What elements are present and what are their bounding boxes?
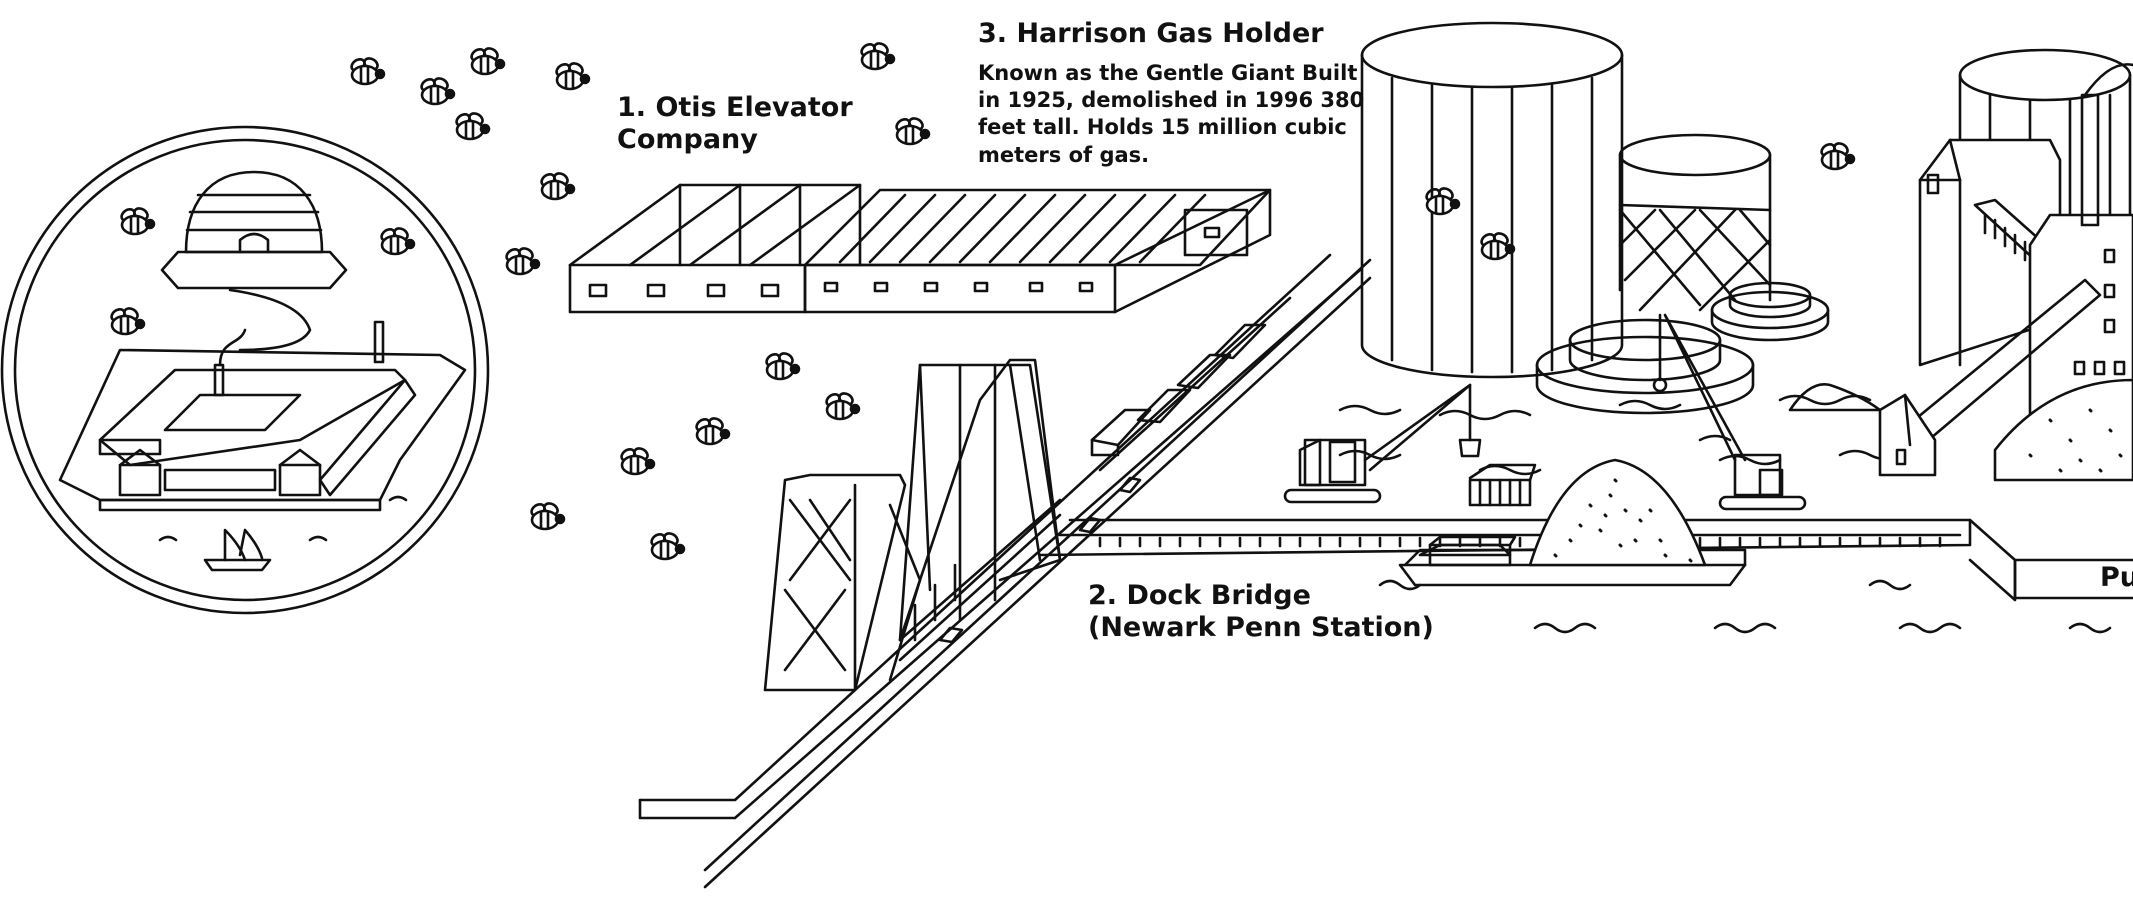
bridge-icon: [763, 358, 1062, 692]
bee-icon: [1818, 139, 1856, 171]
bee-icon: [618, 444, 656, 476]
gas-holder-label: 3. Harrison Gas Holder Known as the Gent…: [978, 18, 1364, 169]
bee-icon: [453, 109, 491, 141]
bee-icon: [693, 414, 731, 446]
dock-bridge-label: 2. Dock Bridge (Newark Penn Station): [1088, 580, 1434, 644]
bee-icon: [1478, 229, 1516, 261]
bee-icon: [823, 389, 861, 421]
bee-icon: [118, 204, 156, 236]
bee-icon: [503, 244, 541, 276]
bee-icon: [648, 529, 686, 561]
water-waves: [1338, 394, 2112, 634]
storage-tank-low: [1535, 318, 1755, 415]
gas-desc-line3: feet tall. Holds 15 million cubic: [978, 115, 1347, 140]
bee-icon: [858, 39, 896, 71]
bee-icon: [538, 169, 576, 201]
lattice-gas-holder: [1618, 133, 1772, 312]
gas-holder-title: 3. Harrison Gas Holder: [978, 18, 1324, 49]
otis-elevator-label: 1. Otis Elevator Company: [617, 92, 853, 156]
otis-label-line1: 1. Otis Elevator: [617, 92, 853, 123]
bee-icon: [553, 59, 591, 91]
gas-desc-line2: in 1925, demolished in 1996 380: [978, 88, 1365, 113]
gas-desc-line1: Known as the Gentle Giant Built: [978, 60, 1358, 85]
gas-holder-icon: [1360, 21, 1624, 379]
barge-gravel: [1398, 458, 1747, 587]
bee-icon: [763, 349, 801, 381]
gas-holder-description: Known as the Gentle Giant Built in 1925,…: [978, 60, 1364, 169]
factory-icon: [98, 320, 417, 497]
dock-label-line2: (Newark Penn Station): [1088, 611, 1434, 643]
bee-icon: [378, 224, 416, 256]
cargo-crates: [1468, 463, 1537, 507]
otis-label-line2: Company: [617, 123, 758, 155]
dock-label-line1: 2. Dock Bridge: [1088, 580, 1311, 611]
gas-desc-line4: meters of gas.: [978, 142, 1150, 167]
bee-icon: [468, 44, 506, 76]
otis-elevator-building: [568, 183, 1272, 314]
bee-icon: [528, 499, 566, 531]
industrial-buildings: [1788, 63, 2133, 482]
bee-icon: [418, 74, 456, 106]
medallion-vignette: [0, 125, 490, 615]
bee-icon: [893, 114, 931, 146]
railway-tracks: [638, 253, 1372, 889]
bee-icon: [348, 54, 386, 86]
ship-icon: [158, 495, 408, 572]
storage-tank-small: [1710, 281, 1830, 342]
cut-off-label: Pu: [2100, 562, 2133, 593]
bee-icon: [108, 304, 146, 336]
beehive-icon: [160, 170, 348, 352]
bee-icon: [1423, 184, 1461, 216]
